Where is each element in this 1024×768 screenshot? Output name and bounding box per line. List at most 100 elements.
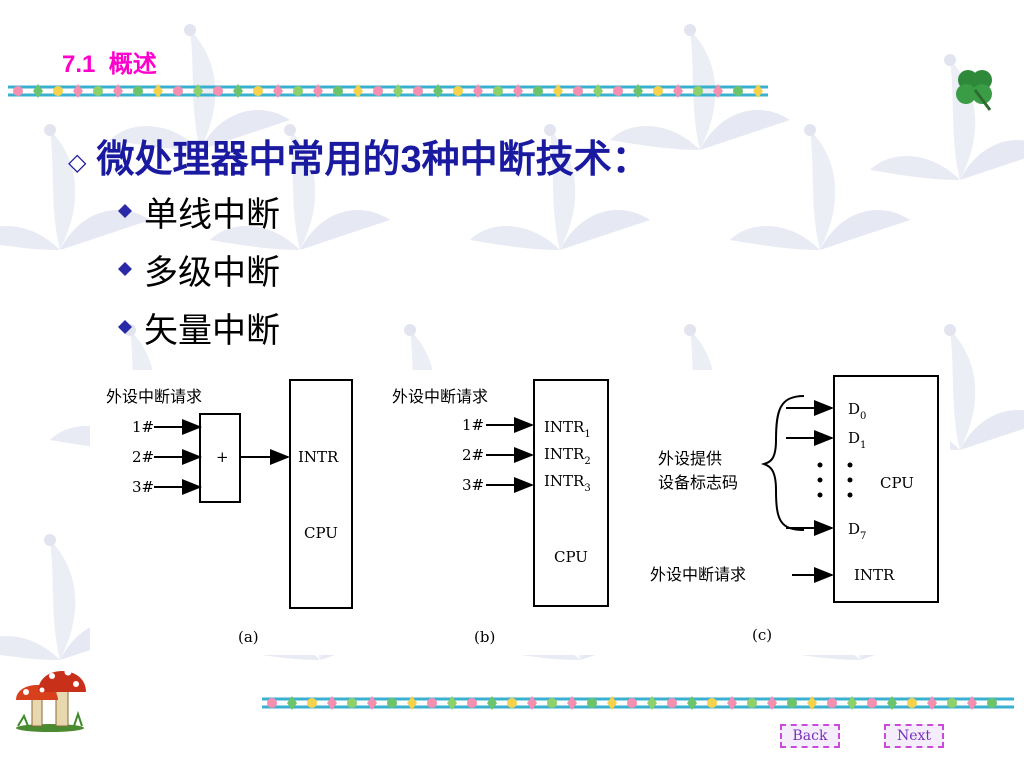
garland-bead xyxy=(733,86,743,96)
garland-bead xyxy=(93,86,103,96)
garland-bead xyxy=(313,84,323,98)
garland-bead xyxy=(307,698,317,708)
d-label: D0 xyxy=(848,400,866,422)
garland-bead xyxy=(113,84,123,98)
garland-bead xyxy=(353,84,363,98)
garland-bead xyxy=(687,696,697,710)
garland-bead xyxy=(633,84,643,98)
garland-bead xyxy=(387,698,397,708)
blue-diamond-bullet-icon xyxy=(118,320,132,334)
d-label: D7 xyxy=(848,520,866,542)
ellipsis-dot xyxy=(817,462,823,468)
intr-label: INTR1 xyxy=(544,418,591,440)
garland-bead xyxy=(787,698,797,708)
garland-bead xyxy=(747,698,757,708)
garland-bead xyxy=(53,86,63,96)
garland-bead xyxy=(327,696,337,710)
next-button[interactable]: Next xyxy=(884,724,944,748)
input-label: 1# xyxy=(132,418,154,436)
garland-bead xyxy=(967,696,977,710)
garland-bead xyxy=(613,86,623,96)
request-label: 外设中断请求 xyxy=(392,387,488,406)
garland-bead xyxy=(587,698,597,708)
interrupt-diagram-figure: 外设中断请求 1# 2# 3# + INTR CPU (a) 外设中断请求 1#… xyxy=(90,370,950,655)
garland-bead xyxy=(567,696,577,710)
garland-bead xyxy=(407,696,417,710)
input-label: 1# xyxy=(462,416,484,434)
garland-bead xyxy=(827,698,837,708)
garland-bead xyxy=(487,696,497,710)
garland-bead xyxy=(493,86,503,96)
input-label: 3# xyxy=(462,476,484,494)
blue-diamond-bullet-icon xyxy=(118,204,132,218)
ellipsis-dot xyxy=(817,492,823,498)
garland-bead xyxy=(547,698,557,708)
top-garland-divider xyxy=(8,84,768,98)
garland-bead xyxy=(267,698,277,708)
garland-bead xyxy=(413,86,423,96)
garland-bead xyxy=(73,84,83,98)
garland-bead xyxy=(273,84,283,98)
section-title: 7.1 概述 xyxy=(62,51,157,78)
cpu-label: CPU xyxy=(880,474,914,492)
caption-c: (c) xyxy=(752,626,772,644)
cpu-box xyxy=(533,379,609,607)
request-label: 外设中断请求 xyxy=(650,565,746,584)
garland-bead xyxy=(767,696,777,710)
ellipsis-dot xyxy=(847,492,853,498)
garland-bead xyxy=(213,86,223,96)
main-bullet-heading: ◇微处理器中常用的3种中断技术： xyxy=(68,128,650,183)
back-button[interactable]: Back xyxy=(780,724,840,748)
bullet-text-prefix: 微处理器中常用的 xyxy=(96,137,401,181)
garland-bead xyxy=(727,696,737,710)
garland-bead xyxy=(753,84,763,98)
garland-bead xyxy=(593,84,603,98)
cpu-label: CPU xyxy=(554,548,588,566)
curly-brace xyxy=(760,395,805,531)
intr-label: INTR xyxy=(854,566,895,584)
garland-bead xyxy=(667,698,677,708)
garland-bead xyxy=(193,84,203,98)
garland-bead xyxy=(447,696,457,710)
garland-bead xyxy=(553,84,563,98)
garland-bead xyxy=(607,696,617,710)
garland-bead xyxy=(13,86,23,96)
provide-label: 外设提供 xyxy=(658,449,722,468)
garland-bead xyxy=(673,84,683,98)
garland-bead xyxy=(713,84,723,98)
diagram-c-vector: 外设提供 设备标志码 D0 D1 D7 CPU 外设中断请求 INTR (c) xyxy=(650,375,939,644)
garland-bead xyxy=(647,696,657,710)
garland-bead xyxy=(947,698,957,708)
garland-bead xyxy=(173,86,183,96)
list-item: 单线中断 xyxy=(118,182,280,240)
input-label: 3# xyxy=(132,478,154,496)
garland-bead xyxy=(987,698,997,708)
bullet-text-number: 3 xyxy=(400,139,422,181)
caption-a: (a) xyxy=(238,628,259,646)
list-item: 矢量中断 xyxy=(118,298,280,356)
garland-bead xyxy=(907,698,917,708)
garland-bead xyxy=(627,698,637,708)
figure-background xyxy=(90,370,950,655)
garland-bead xyxy=(533,86,543,96)
gate-symbol: + xyxy=(216,448,229,466)
diagram-b-multi-level: 外设中断请求 1# 2# 3# INTR1 INTR2 INTR3 CPU (b… xyxy=(392,379,609,646)
garland-bead xyxy=(427,698,437,708)
garland-bead xyxy=(133,86,143,96)
garland-bead xyxy=(153,84,163,98)
ellipsis-dot xyxy=(847,477,853,483)
garland-bead xyxy=(293,86,303,96)
bottom-garland-divider xyxy=(262,696,1014,710)
bullet-text-suffix: 种中断技术： xyxy=(421,137,650,181)
diagram-a-single-line: 外设中断请求 1# 2# 3# + INTR CPU (a) xyxy=(106,379,353,646)
garland-bead xyxy=(573,86,583,96)
clover-icon xyxy=(956,70,992,111)
list-item: 多级中断 xyxy=(118,240,280,298)
garland-bead xyxy=(233,84,243,98)
input-label: 2# xyxy=(132,448,154,466)
garland-bead xyxy=(33,84,43,98)
provide-label: 设备标志码 xyxy=(658,473,738,492)
garland-bead xyxy=(473,84,483,98)
garland-bead xyxy=(927,696,937,710)
cpu-box xyxy=(833,375,939,603)
